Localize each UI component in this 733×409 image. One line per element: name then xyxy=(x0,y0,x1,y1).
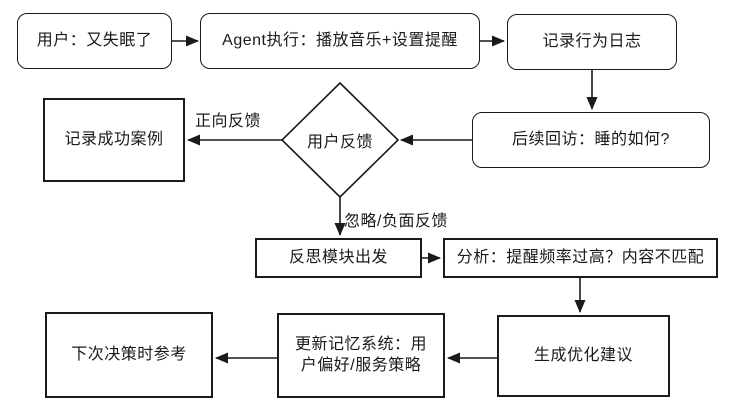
node-reflection-module-label: 反思模块出发 xyxy=(288,248,388,266)
node-user-insomnia: 用户：又失眠了 xyxy=(17,13,172,69)
node-next-decision: 下次决策时参考 xyxy=(45,312,213,398)
node-log-behavior: 记录行为日志 xyxy=(507,14,677,70)
node-update-memory-label: 更新记忆系统：用户偏好/服务策略 xyxy=(294,335,427,374)
node-update-memory: 更新记忆系统：用户偏好/服务策略 xyxy=(277,313,445,398)
node-reflection-module: 反思模块出发 xyxy=(255,238,422,278)
node-agent-execute: Agent执行：播放音乐+设置提醒 xyxy=(200,13,480,69)
node-follow-up: 后续回访：睡的如何? xyxy=(472,112,710,168)
node-record-success: 记录成功案例 xyxy=(43,98,185,182)
node-user-feedback-label: 用户反馈 xyxy=(306,134,373,151)
node-log-behavior-label: 记录行为日志 xyxy=(542,32,642,50)
node-record-success-label: 记录成功案例 xyxy=(64,130,164,148)
node-analysis: 分析：提醒频率过高？内容不匹配 xyxy=(443,238,718,278)
edge-label-positive-feedback: 正向反馈 xyxy=(195,113,262,130)
node-next-decision-label: 下次决策时参考 xyxy=(71,345,187,363)
node-generate-suggestions-label: 生成优化建议 xyxy=(533,346,633,364)
node-agent-execute-label: Agent执行：播放音乐+设置提醒 xyxy=(222,31,458,49)
node-user-insomnia-label: 用户：又失眠了 xyxy=(36,31,153,49)
node-analysis-label: 分析：提醒频率过高？内容不匹配 xyxy=(456,248,705,266)
node-follow-up-label: 后续回访：睡的如何? xyxy=(512,130,670,148)
decision-diamond-shape xyxy=(280,81,400,199)
node-user-feedback: 用户反馈 xyxy=(282,124,398,156)
node-generate-suggestions: 生成优化建议 xyxy=(497,315,670,397)
edge-label-negative-feedback: 忽略/负面反馈 xyxy=(344,213,448,230)
